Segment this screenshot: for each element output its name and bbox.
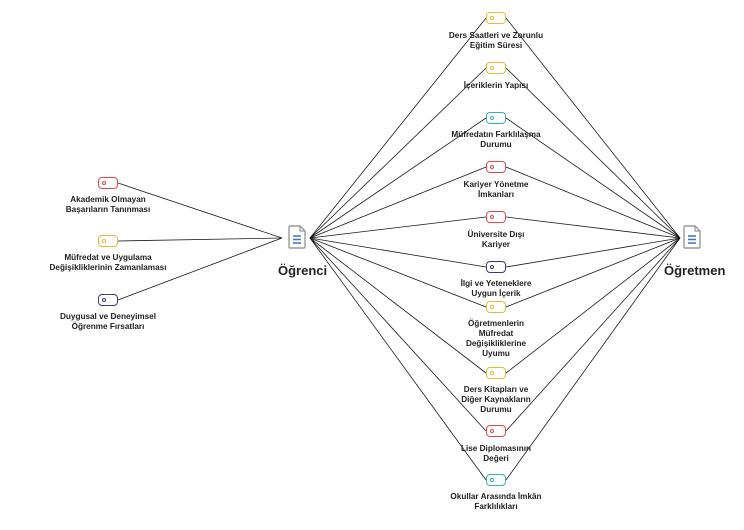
center-node-tag-icon-3	[486, 161, 506, 173]
edge-student-center-6	[309, 237, 487, 308]
center-node-tag-icon-6	[486, 301, 506, 313]
edge-student-center-5	[309, 237, 487, 268]
center-node-label-1: İçeriklerin Yapısı	[463, 81, 529, 90]
edge-center-teacher-5	[505, 237, 681, 268]
edge-center-teacher-0	[505, 17, 681, 239]
center-node-label-0: Ders Saatleri ve Zorunlu Eğitim Süresi	[448, 31, 544, 50]
edge-student-center-0	[309, 17, 487, 239]
edge-left-0	[117, 182, 283, 239]
center-node-tag-icon-4	[486, 211, 506, 223]
edge-left-1	[117, 237, 283, 242]
center-node-tag-icon-7	[486, 367, 506, 379]
edge-student-center-3	[309, 166, 487, 239]
center-node-label-2: Müfredatın Farklılaşma Durumu	[451, 130, 541, 149]
edge-student-center-4	[309, 216, 487, 239]
left-node-label-0: Akademik Olmayan Başarıların Tanınması	[65, 195, 151, 214]
center-node-tag-icon-0	[486, 12, 506, 24]
center-node-tag-icon-8	[486, 425, 506, 437]
student-document-icon	[288, 225, 306, 249]
left-node-tag-icon-0	[98, 177, 118, 189]
center-node-label-7: Ders Kitapları ve Diğer Kaynakların Duru…	[461, 385, 531, 414]
teacher-document-icon	[683, 225, 701, 249]
edge-student-center-8	[309, 237, 487, 432]
center-node-label-5: İlgi ve Yeteneklere Uygun İçerik	[460, 279, 532, 298]
edge-center-teacher-7	[505, 237, 681, 374]
edge-center-teacher-1	[505, 67, 681, 239]
left-node-tag-icon-1	[98, 235, 118, 247]
left-node-label-2: Duygusal ve Deneyimsel Öğrenme Fırsatlar…	[59, 312, 157, 331]
teacher-hub-label: Öğretmen	[664, 263, 726, 278]
edge-center-teacher-4	[505, 216, 681, 239]
edge-student-center-9	[309, 237, 487, 481]
center-node-tag-icon-2	[486, 112, 506, 124]
center-node-tag-icon-9	[486, 474, 506, 486]
edge-student-center-1	[309, 67, 487, 239]
center-node-label-6: Öğretmenlerin Müfredat Değişikliklerine …	[465, 319, 527, 358]
edge-center-teacher-6	[505, 237, 681, 308]
student-hub-label: Öğrenci	[278, 263, 328, 278]
center-node-label-8: Lise Diplomasının Değeri	[460, 444, 532, 463]
center-node-tag-icon-5	[486, 261, 506, 273]
edge-student-center-7	[309, 237, 487, 374]
edge-center-teacher-3	[505, 166, 681, 239]
center-node-label-4: Üniversite Dışı Kariyer	[467, 230, 525, 249]
center-node-label-3: Kariyer Yönetme İmkanları	[463, 180, 529, 199]
center-node-label-9: Okullar Arasında İmkân Farklılıkları	[450, 492, 542, 511]
edge-center-teacher-2	[505, 117, 681, 239]
edge-left-2	[117, 237, 283, 301]
edge-student-center-2	[309, 117, 487, 239]
center-node-tag-icon-1	[486, 62, 506, 74]
edge-center-teacher-8	[505, 237, 681, 432]
left-node-label-1: Müfredat ve Uygulama Değişikliklerinin Z…	[49, 253, 167, 272]
left-node-tag-icon-2	[98, 294, 118, 306]
edge-center-teacher-9	[505, 237, 681, 481]
